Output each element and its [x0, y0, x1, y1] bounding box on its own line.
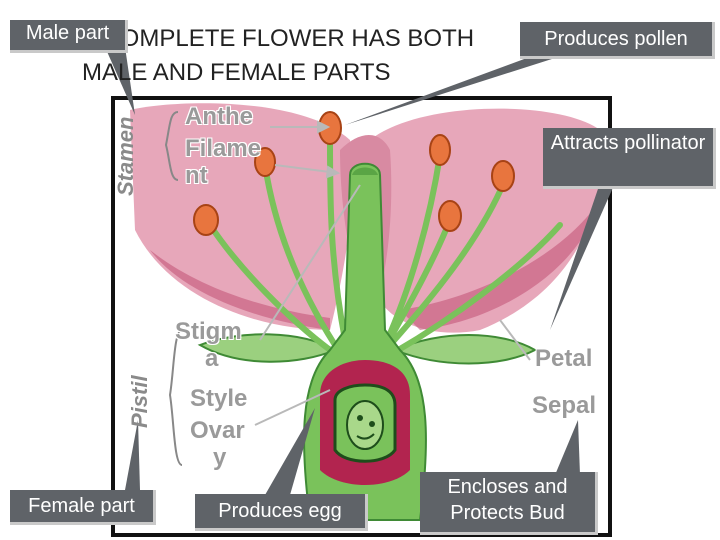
ovary-label-line1: Ovar	[190, 417, 245, 444]
filament-label-line2: nt	[185, 162, 208, 189]
male-part-callout: Male part	[10, 20, 128, 53]
produces-pollen-callout: Produces pollen	[520, 22, 715, 59]
diagram-frame	[111, 96, 612, 537]
filament-label-line1: Filame	[185, 135, 262, 162]
stigma-label-line1: Stigm	[175, 318, 242, 345]
stamen-label: Stamen	[113, 116, 138, 196]
style-label: Style	[190, 385, 248, 412]
page-title: A COMPLETE FLOWER HAS BOTH MALE AND FEMA…	[82, 25, 475, 86]
label-pointers	[254, 120, 531, 426]
petal-label: Petal	[535, 345, 593, 372]
female-part-callout: Female part	[10, 490, 156, 525]
callout-tails	[105, 47, 615, 495]
stamen-brace	[164, 111, 179, 181]
pistil	[303, 162, 427, 521]
stigma-label-line2: a	[205, 345, 219, 372]
attracts-pollinator-callout: Attracts pollinator	[543, 128, 716, 189]
pistil-label: Pistil	[127, 375, 152, 428]
anther-label: Anthe	[185, 103, 253, 130]
encloses-protects-callout: Encloses and Protects Bud	[420, 472, 598, 535]
ovary-label-line2: y	[213, 444, 227, 471]
pistil-brace	[168, 329, 183, 466]
sepals	[197, 333, 538, 365]
sepal-label: Sepal	[532, 392, 597, 419]
produces-egg-callout: Produces egg	[195, 494, 368, 531]
anthers	[193, 111, 515, 236]
